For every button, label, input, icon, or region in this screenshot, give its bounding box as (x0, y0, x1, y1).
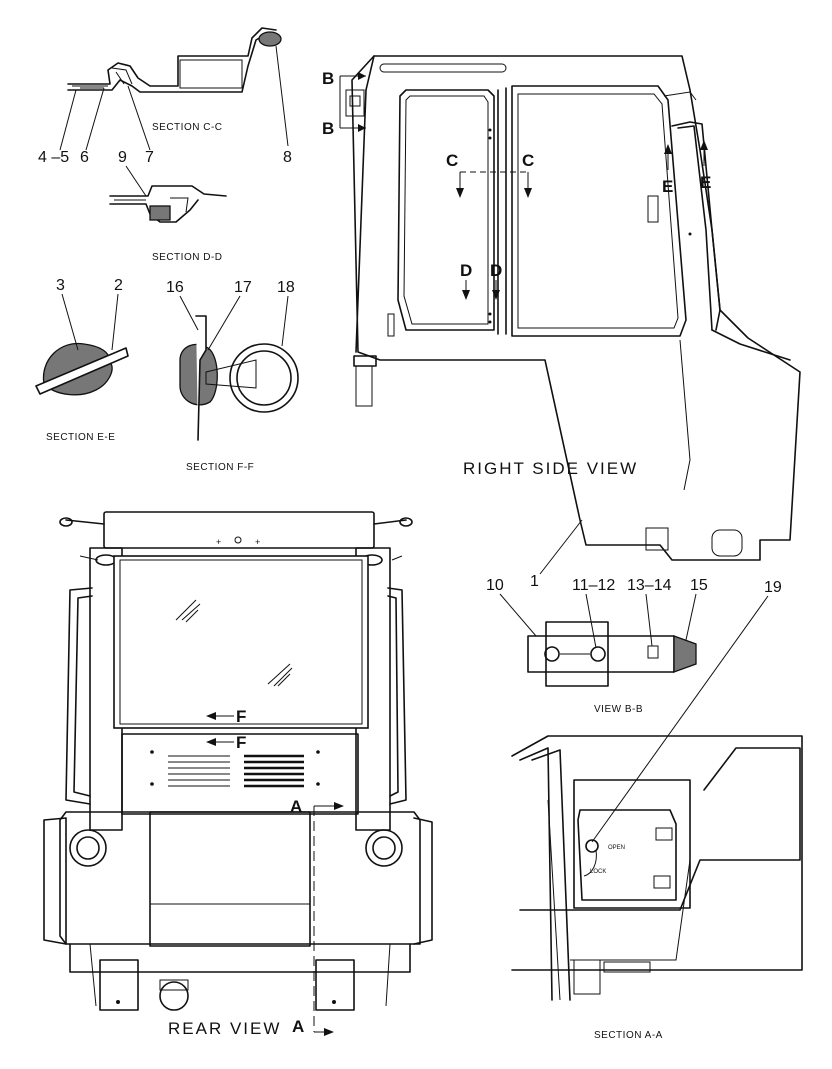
right-side-view-caption: RIGHT SIDE VIEW (463, 459, 638, 478)
section-a-a-cut-marks (313, 802, 344, 1036)
section-e-e-detail (35, 293, 129, 396)
section-mark-b-lower: B (322, 119, 334, 138)
section-mark-a-upper: A (290, 797, 302, 816)
part-number-6: 6 (80, 149, 89, 166)
part-number-18: 18 (277, 279, 295, 296)
right-side-view-cab (345, 55, 801, 575)
part-number-19: 19 (764, 579, 782, 596)
section-d-d-caption: SECTION D-D (152, 252, 223, 263)
section-a-a-caption: SECTION A-A (594, 1030, 663, 1041)
section-e-e-caption: SECTION E-E (46, 432, 115, 443)
section-mark-c-left: C (446, 151, 458, 170)
part-number-11-12: 11–12 (572, 577, 615, 594)
section-e-e-cut-marks (664, 140, 708, 170)
view-b-b-latch (499, 593, 697, 687)
section-c-c-caption: SECTION C-C (152, 122, 223, 133)
section-f-f-detail (179, 295, 299, 441)
part-number-4-5: 4 –5 (38, 149, 69, 166)
section-f-f-cut-marks (206, 712, 234, 746)
part-number-16: 16 (166, 279, 184, 296)
part-number-8: 8 (283, 149, 292, 166)
rear-louvers (168, 754, 304, 788)
view-b-b-caption: VIEW B-B (594, 704, 643, 715)
rear-view-cab: + + (43, 511, 433, 1011)
part-number-17: 17 (234, 279, 252, 296)
svg-text:+: + (255, 537, 260, 547)
part-number-7: 7 (145, 149, 154, 166)
section-d-d-cut-marks (462, 280, 500, 300)
section-mark-e-left: E (662, 177, 673, 196)
section-d-d-detail (109, 165, 227, 223)
part-number-13-14: 13–14 (627, 577, 672, 594)
section-mark-a-lower: A (292, 1017, 304, 1036)
section-mark-f-lower: F (236, 733, 246, 752)
part-number-10: 10 (486, 577, 504, 594)
section-mark-c-right: C (522, 151, 534, 170)
svg-text:+: + (216, 537, 221, 547)
section-mark-e-right: E (700, 173, 711, 192)
section-c-c-cut-marks (456, 171, 532, 198)
section-mark-d-left: D (460, 261, 472, 280)
part-number-15: 15 (690, 577, 708, 594)
section-a-a-detail (511, 595, 803, 1001)
section-f-f-caption: SECTION F-F (186, 462, 254, 473)
part-number-1: 1 (530, 573, 539, 590)
part-number-2: 2 (114, 277, 123, 294)
section-b-b-cut-marks (339, 72, 366, 132)
part-number-9: 9 (118, 149, 127, 166)
section-c-c-detail (59, 27, 289, 151)
rear-view-caption: REAR VIEW (168, 1019, 281, 1038)
part-number-3: 3 (56, 277, 65, 294)
decal-lock-text: LOCK (590, 869, 606, 875)
section-mark-f-upper: F (236, 707, 246, 726)
section-mark-d-right: D (490, 261, 502, 280)
decal-open-text: OPEN (608, 845, 625, 851)
section-mark-b-upper: B (322, 69, 334, 88)
